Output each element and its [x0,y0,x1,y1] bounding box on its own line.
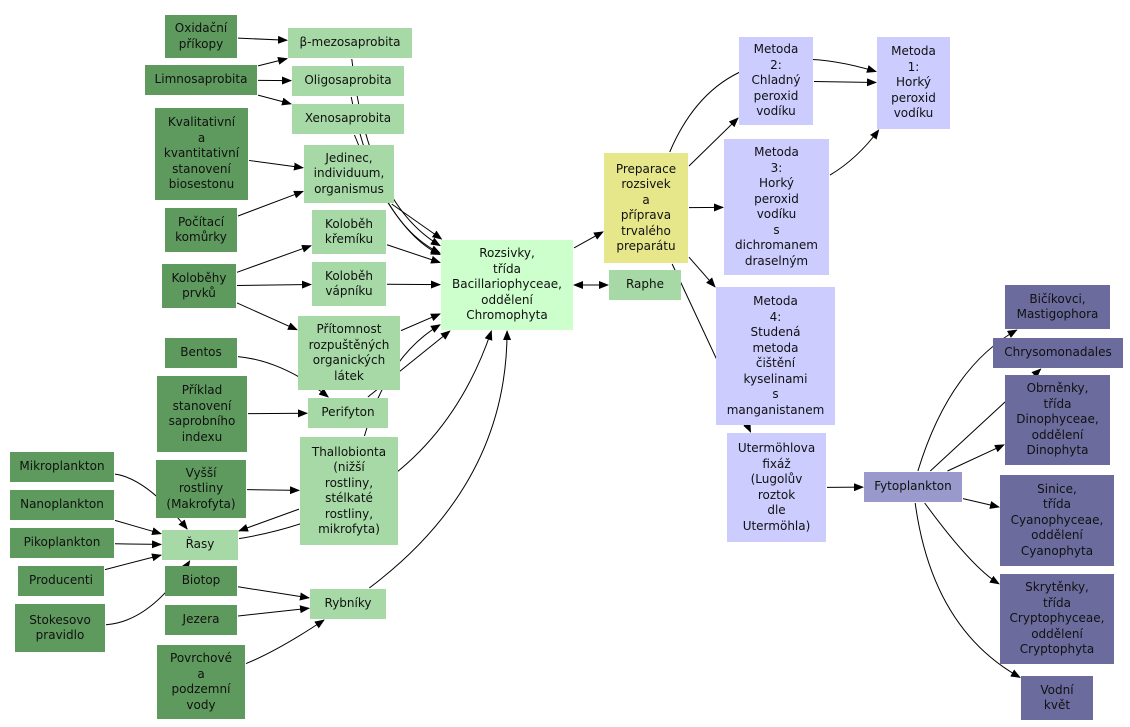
node-metoda4: Metoda 4: Studená metoda čištění kyselin… [716,287,835,425]
node-bickovci: Bičíkovci, Mastigophora [1005,285,1110,329]
edge-fytoplankton-to-obrnenky [947,444,1005,472]
edge-kremik-to-rozsivky [386,244,441,264]
node-priklad: Příklad stanovení saprobního indexu [157,376,247,452]
node-oxidacni: Oxidační příkopy [165,15,237,58]
node-povrchove: Povrchové a podzemní vody [157,645,245,719]
node-xeno: Xenosaprobita [292,104,404,134]
node-raphe: Raphe [609,270,681,300]
edge-nanoplankton-to-rasy [114,519,162,536]
edge-metoda3-to-metoda1 [829,129,880,176]
node-oligo: Oligosaprobita [292,66,404,96]
node-pritomnost: Přítomnost rozpuštěných organických láte… [298,316,400,390]
edge-limno-to-xeno [257,94,292,106]
node-utermohl: Utermöhlova fixáž (Lugolův roztok dle Ut… [727,433,826,542]
edge-preparace-to-metoda4 [688,256,716,288]
node-obrnenky: Obrněnky, třída Dinophyceae, oddělení Di… [1005,375,1110,465]
node-vodni: Vodní květ [1021,676,1093,720]
edge-fytoplankton-to-skrytenky [924,502,1000,585]
edge-rybniky-to-rozsivky [368,330,512,589]
node-pikoplankton: Pikoplankton [10,528,114,558]
edge-povrchove-to-rybniky [245,619,325,665]
edge-pritomnost-to-rozsivky [400,313,441,332]
node-vyssi: Vyšší rostliny (Makrofyta) [156,460,246,518]
node-jedinec: Jedinec, individuum, organismus [304,145,394,203]
node-kvalit: Kvalitativní a kvantitativní stanovení b… [155,108,248,200]
node-kolobehy: Koloběhy prvků [162,264,236,308]
node-limno: Limnosaprobita [145,65,257,95]
edge-rasy-to-rozsivky [238,330,493,540]
node-jezera: Jezera [165,605,237,635]
edge-producenti-to-rasy [104,553,162,571]
edge-biotop-to-rybniky [237,586,310,601]
node-metoda3: Metoda 3: Horký peroxid vodíku s dichrom… [724,139,829,275]
edge-oxidacni-to-beta [237,35,288,44]
node-pocitaci: Počítací komůrky [165,208,237,252]
node-perifyton: Perifyton [308,398,388,428]
edge-metoda2-to-metoda1 [813,78,877,87]
edge-jezera-to-rybniky [237,605,310,617]
node-metoda1: Metoda 1: Horký peroxid vodíku [877,37,950,129]
node-chryso: Chrysomonadales [993,338,1123,368]
node-mikroplankton: Mikroplankton [10,452,114,482]
edge-fytoplankton-to-vodni [914,502,1021,678]
node-skrytenky: Skrytěnky, třída Cryptophyceae, oddělení… [1000,574,1114,664]
edge-fytoplankton-to-sinice [962,498,1000,509]
node-sinice: Sinice, třída Cyanophyceae, oddělení Cya… [1000,475,1114,566]
node-kremik: Koloběh křemíku [312,210,386,254]
node-nanoplankton: Nanoplankton [10,490,114,520]
node-rasy: Řasy [162,530,238,560]
edge-kvalit-to-jedinec [248,159,304,171]
node-preparace: Preparace rozsivek a příprava trvalého p… [604,153,688,263]
edge-pocitaci-to-jedinec [237,190,304,217]
node-vapnik: Koloběh vápníku [312,262,386,306]
node-metoda2: Metoda 2: Chladný peroxid vodíku [739,37,813,125]
edge-kolobehy-to-vapnik [236,280,312,289]
node-producenti: Producenti [18,566,104,596]
edge-thallo-to-rasy [238,508,300,532]
edge-kolobehy-to-kremik [236,244,312,273]
node-stokesovo: Stokesovo pravidlo [15,604,105,652]
node-fytoplankton: Fytoplankton [864,472,962,502]
edge-preparace-to-metoda2 [688,117,739,167]
edge-mikroplankton-to-rasy [114,473,188,530]
node-bentos: Bentos [165,338,237,368]
edge-kolobehy-to-pritomnost [236,302,298,331]
node-thallo: Thallobionta (nižší rostliny, stélkaté r… [300,437,398,545]
node-rozsivky: Rozsivky, třída Bacillariophyceae, odděl… [441,240,573,330]
edge-vyssi-to-thallo [246,486,300,495]
edge-pikoplankton-to-rasy [114,540,162,549]
edge-rozsivky-to-preparace [573,231,604,249]
edge-limno-to-beta [257,56,288,67]
node-rybniky: Rybníky [310,589,386,619]
node-biotop: Biotop [165,566,237,596]
edge-jedinec-to-rozsivky [391,203,443,240]
node-beta: β-mezosaprobita [288,28,412,58]
